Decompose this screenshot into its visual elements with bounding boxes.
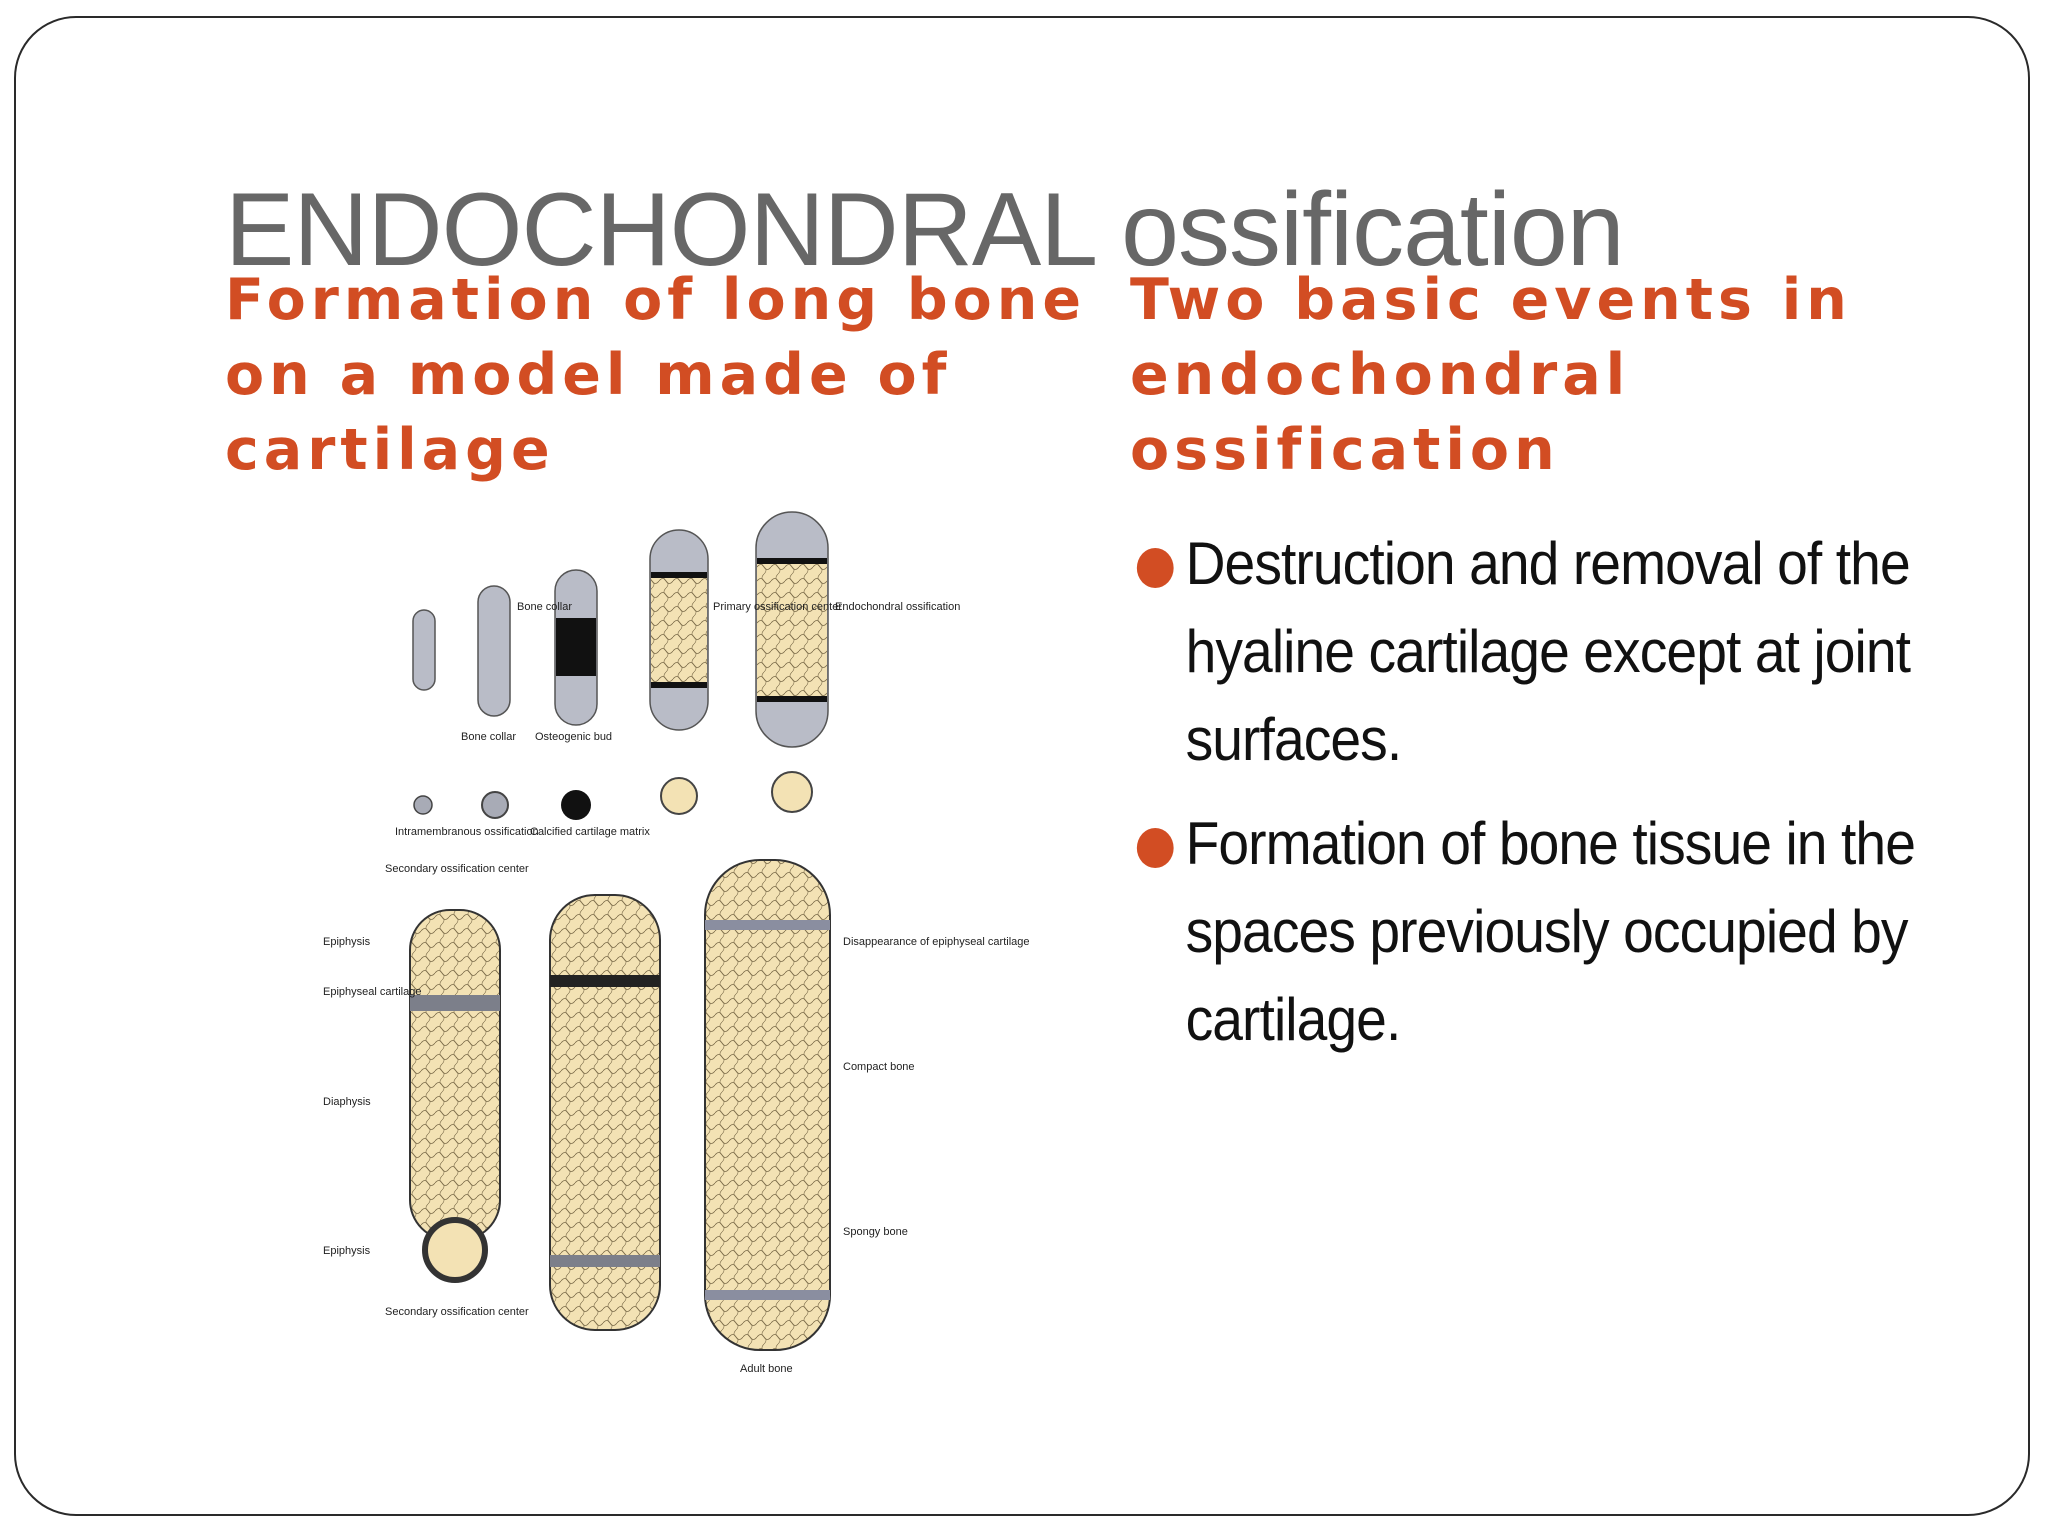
label-epiphysis-bottom: Epiphysis [323, 1245, 371, 1257]
label-intramembranous: Intramembranous ossification [395, 826, 539, 838]
label-calcified: Calcified cartilage matrix [530, 826, 650, 838]
stage-5-endochondral [755, 511, 829, 748]
stage-2-bone-collar [477, 585, 511, 717]
stage-1-cartilage-model [412, 609, 436, 691]
label-compact-bone: Compact bone [843, 1061, 915, 1073]
cross-section [413, 795, 433, 815]
label-bone-collar: Bone collar [517, 601, 572, 613]
left-heading: Formation of long bone on a model made o… [225, 267, 1087, 483]
bullet-text: Formation of bone tissue in the spaces p… [1185, 810, 1916, 1053]
label-epiphyseal-cartilage: Epiphyseal cartilage [323, 986, 421, 998]
bullet-item: Formation of bone tissue in the spaces p… [1135, 800, 1945, 1064]
bullet-item: Destruction and removal of the hyaline c… [1135, 520, 1945, 784]
stage-8-adult-bone [704, 859, 831, 1351]
cross-section [660, 777, 698, 815]
cross-section [481, 791, 509, 819]
label-adult-bone: Adult bone [740, 1363, 793, 1375]
label-primary-center: Primary ossification center [713, 601, 842, 613]
bone-ossification-diagram: Bone collar Primary ossification center … [225, 490, 1045, 1390]
label-disappearance: Disappearance of epiphyseal cartilage [843, 936, 1030, 948]
stage-3-calcified [554, 569, 598, 726]
label-secondary-top: Secondary ossification center [385, 863, 529, 875]
label-diaphysis: Diaphysis [323, 1096, 371, 1108]
label-spongy-bone: Spongy bone [843, 1226, 908, 1238]
cross-section [771, 771, 813, 813]
stage-6-secondary-center [409, 909, 501, 1283]
cross-section [561, 790, 591, 820]
bullet-dot-icon [1136, 828, 1174, 868]
slide-title: ENDOCHONDRAL ossification [225, 172, 1625, 288]
bullet-dot-icon [1136, 548, 1174, 588]
label-osteogenic-bud: Osteogenic bud [535, 731, 612, 743]
bullet-text: Destruction and removal of the hyaline c… [1185, 530, 1911, 773]
label-endochondral: Endochondral ossification [835, 601, 960, 613]
label-secondary-bottom: Secondary ossification center [385, 1306, 529, 1318]
right-heading: Two basic events in endochondral ossific… [1130, 267, 1852, 483]
slide-frame [14, 16, 2030, 1516]
label-bone-collar-2: Bone collar [461, 731, 516, 743]
label-epiphysis-top: Epiphysis [323, 936, 371, 948]
stage-7-growing-bone [549, 894, 661, 1331]
stage-4-primary-center [649, 529, 709, 731]
bullet-list: Destruction and removal of the hyaline c… [1135, 520, 2015, 1080]
